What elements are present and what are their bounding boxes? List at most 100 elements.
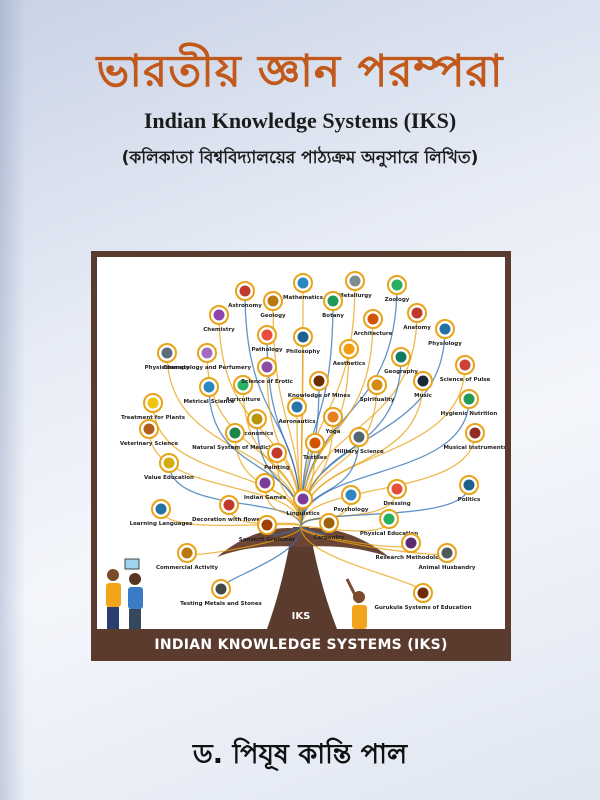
tree-node-icon <box>463 479 475 491</box>
tree-node: Science of Pulse <box>440 355 491 383</box>
tree-node-icon <box>297 277 309 289</box>
tree-node: Military Science <box>334 427 384 455</box>
tree-node-label: Metrical Science <box>184 399 235 405</box>
tree-node: Aesthetics <box>333 339 366 367</box>
tree-node-label: Decoration with flowers <box>192 517 267 523</box>
tree-node: Veterinary Science <box>120 419 178 447</box>
tree-branch <box>276 452 302 528</box>
tree-node-icon <box>343 343 355 355</box>
tree-branch <box>300 436 360 528</box>
tree-node: Geology <box>260 291 286 319</box>
curriculum-note: (কলিকাতা বিশ্ববিদ্যালয়ের পাঠ্যক্রম অনুস… <box>121 148 479 168</box>
tree-node: Treatment for Plants <box>121 393 186 421</box>
tree-node-label: Hygienic Nutrition <box>441 411 498 417</box>
tree-node-label: Chemistry <box>203 327 235 333</box>
tree-node-label: Gurukula Systems of Education <box>374 605 471 611</box>
tree-node: Yoga <box>323 407 343 435</box>
tree-node: Musical Instruments <box>443 423 505 451</box>
tree-node: Textiles <box>303 433 328 461</box>
tree-node-icon <box>327 411 339 423</box>
tree-node-label: Veterinary Science <box>120 441 178 447</box>
children-figure-left <box>106 558 143 629</box>
book-title-bengali: ভারতীয় জ্ঞান পরম্পরা <box>96 46 504 97</box>
knowledge-tree-svg: Astronomy Mathematics Metallurgy ZoologyChe… <box>106 271 505 629</box>
tree-node-icon <box>267 295 279 307</box>
tree-node-label: Learning Languages <box>130 521 194 527</box>
tree-node-icon <box>441 547 453 559</box>
tree-node: Research Methodology <box>376 533 447 561</box>
tree-node: Natural System of Medicine <box>192 423 278 451</box>
tree-node-label: Physiotherapy <box>145 365 190 371</box>
tree-node-icon <box>313 375 325 387</box>
tree-node-icon <box>297 493 309 505</box>
tree-node-icon <box>371 379 383 391</box>
tree-node-label: Indian Games <box>244 495 287 501</box>
tree-node-icon <box>229 427 241 439</box>
tree-node: Painting <box>264 443 290 471</box>
tree-node-label: Military Science <box>334 449 384 455</box>
tree-node-icon <box>353 431 365 443</box>
tree-branch <box>160 508 302 528</box>
tree-node-label: Carpentry <box>314 535 345 541</box>
tree-node: Botany <box>322 291 344 319</box>
tree-node-label: Linguistics <box>286 511 320 517</box>
tree-node-label: Physiology <box>428 341 462 347</box>
tree-node-icon <box>327 295 339 307</box>
tree-node-label: Cosmetology and Perfumery <box>163 365 251 371</box>
tree-branch <box>152 402 302 528</box>
tree-node-label: Value Education <box>144 475 194 481</box>
tree-node-label: Animal Husbandry <box>419 565 476 571</box>
tree-node-label: Aeronautics <box>278 419 316 425</box>
tree-node: Linguistics <box>286 489 320 517</box>
tree-node-label: Botany <box>322 313 344 319</box>
tree-node-label: Yoga <box>325 429 341 435</box>
tree-node: Indian Games <box>244 473 287 501</box>
tree-node: Agriculture <box>226 375 261 403</box>
tree-node: Value Education <box>144 453 194 481</box>
tree-node-label: Psychology <box>334 507 369 513</box>
tree-node-label: Astronomy <box>228 303 262 309</box>
tree-node-icon <box>201 347 213 359</box>
tree-node-icon <box>215 583 227 595</box>
tree-node-icon <box>405 537 417 549</box>
spine-shadow <box>0 0 26 800</box>
tree-node-icon <box>391 483 403 495</box>
tree-node-icon <box>469 427 481 439</box>
tree-node-icon <box>459 359 471 371</box>
tree-node: Mathematics <box>283 273 324 301</box>
tree-node-label: Testing Metals and Stones <box>180 601 262 607</box>
tree-node-icon <box>345 489 357 501</box>
tree-node: Science of Erotic <box>241 357 293 385</box>
tree-node: Decoration with flowers <box>192 495 267 523</box>
tree-node-icon <box>395 351 407 363</box>
tree-node: Astronomy <box>228 281 262 309</box>
tree-node-label: Natural System of Medicine <box>192 445 278 451</box>
tree-node-label: Musical Instruments <box>443 445 505 451</box>
tree-node: Politics <box>458 475 481 503</box>
tree-node: Zoology <box>385 275 410 303</box>
author-name: ড. পিযূষ কান্তি পাল <box>192 739 408 770</box>
tree-node: Philosophy <box>286 327 320 355</box>
tree-node: Learning Languages <box>130 499 194 527</box>
tree-node-icon <box>411 307 423 319</box>
tree-node: Cosmetology and Perfumery <box>163 343 251 371</box>
tree-node-icon <box>271 447 283 459</box>
tree-node-label: Architecture <box>354 331 393 337</box>
tree-node-label: Economics <box>241 431 274 437</box>
tree-node: Commercial Activity <box>156 543 218 571</box>
tree-node-label: Metallurgy <box>338 293 372 299</box>
tree-node: Architecture <box>354 309 393 337</box>
tree-node-icon <box>181 547 193 559</box>
tree-node: Music <box>413 371 433 399</box>
tree-node: Anatomy <box>403 303 431 331</box>
tree-node-icon <box>349 275 361 287</box>
tree-node: Geography <box>384 347 418 375</box>
tree-node-icon <box>147 397 159 409</box>
tree-node-label: Treatment for Plants <box>121 415 186 421</box>
tree-node-icon <box>261 361 273 373</box>
tree-node-icon <box>163 457 175 469</box>
tree-node-icon <box>213 309 225 321</box>
tree-node-label: Mathematics <box>283 295 324 301</box>
children-figure-right <box>345 578 367 629</box>
